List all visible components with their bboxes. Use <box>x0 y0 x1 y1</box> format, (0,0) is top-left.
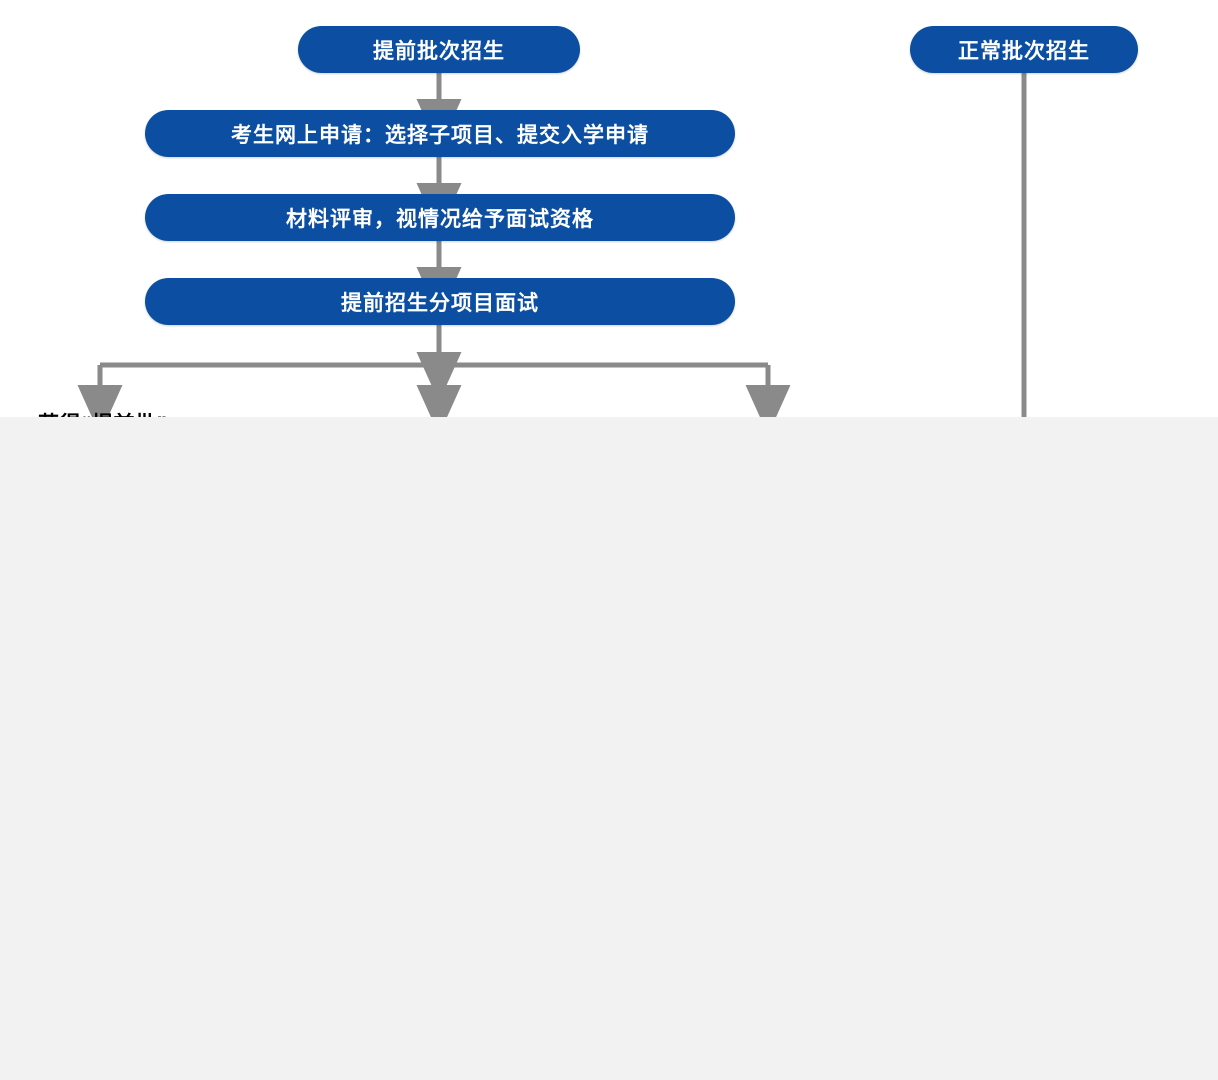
node-early-admission-heading: 提前批次招生 <box>298 26 580 73</box>
node-step-interview: 提前招生分项目面试 <box>145 278 735 325</box>
node-step-material-review: 材料评审，视情况给予面试资格 <box>145 194 735 241</box>
node-normal-admission-heading: 正常批次招生 <box>910 26 1138 73</box>
bottom-gray-panel <box>0 417 1218 1080</box>
node-step-online-application: 考生网上申请：选择子项目、提交入学申请 <box>145 110 735 157</box>
